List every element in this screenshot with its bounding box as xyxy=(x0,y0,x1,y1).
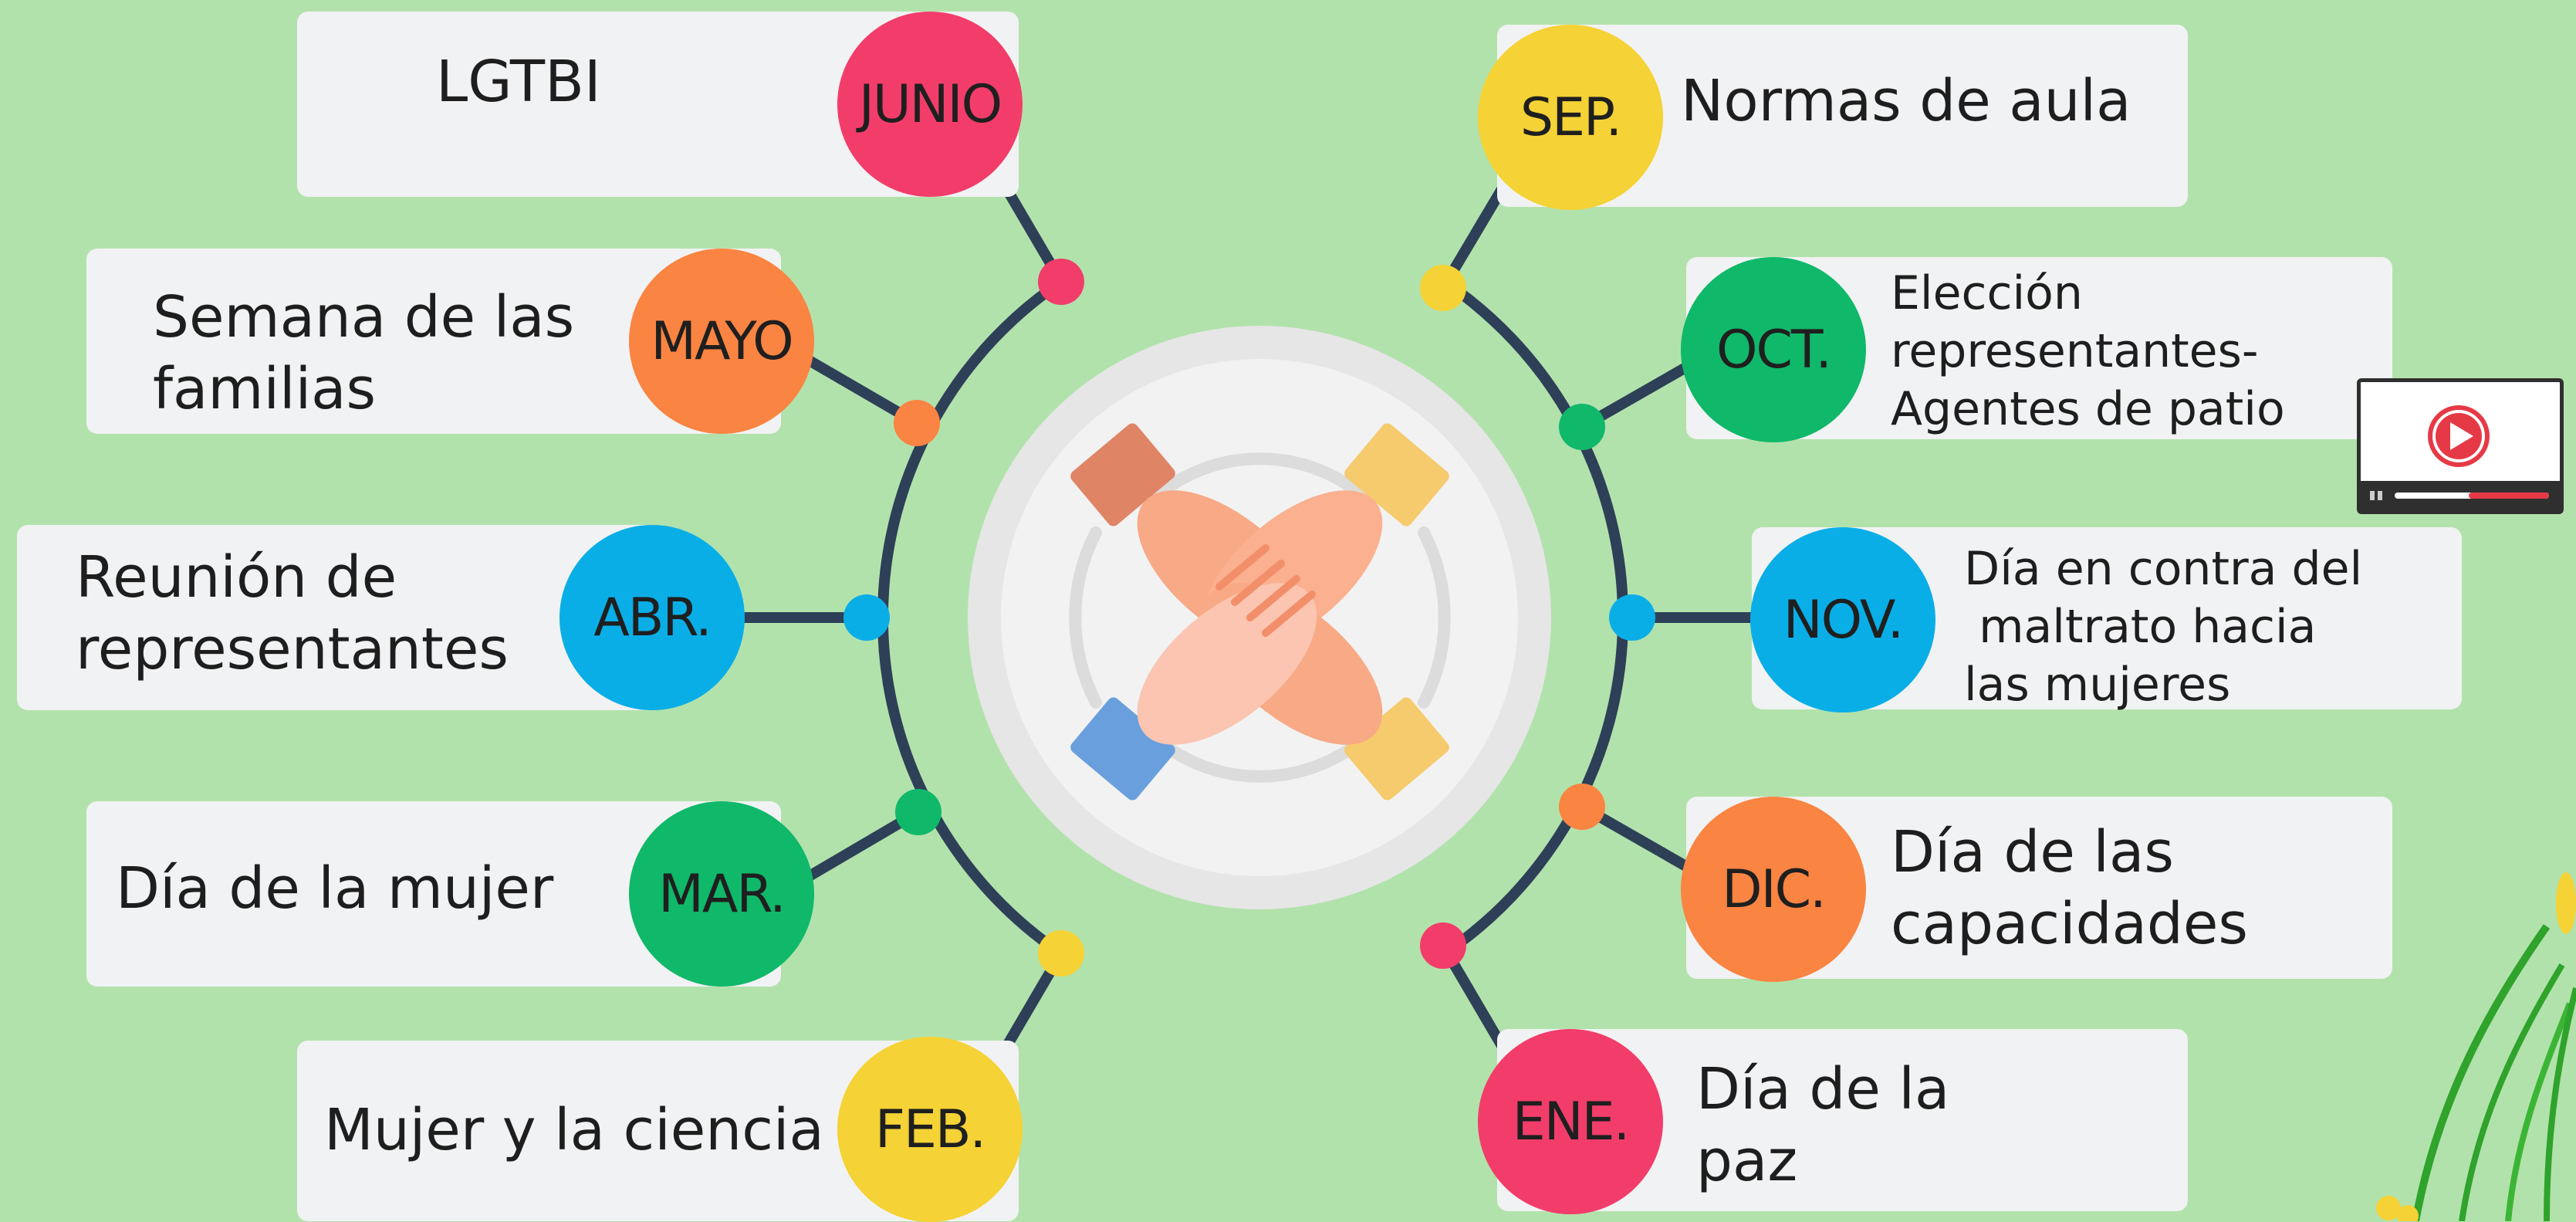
month-badge-oct: OCT. xyxy=(1681,257,1866,442)
month-label-dic: DIC. xyxy=(1722,858,1827,920)
month-label-mayo: MAYO xyxy=(651,310,793,372)
timeline-dot-ene xyxy=(1420,922,1466,969)
month-badge-junio: JUNIO xyxy=(837,12,1023,197)
hands-together-icon xyxy=(968,326,1551,909)
month-label-feb: FEB. xyxy=(874,1098,986,1160)
month-label-oct: OCT. xyxy=(1716,319,1832,381)
event-label-nov: Día en contra del maltrato hacia las muj… xyxy=(1964,542,2363,712)
timeline-dot-dic xyxy=(1559,784,1605,830)
month-badge-sep: SEP. xyxy=(1478,25,1663,210)
video-player-button[interactable] xyxy=(2357,378,2564,514)
month-label-nov: NOV. xyxy=(1783,589,1905,651)
event-label-junio: LGTBI xyxy=(436,49,601,115)
timeline-dot-oct xyxy=(1559,404,1605,450)
event-card-abr xyxy=(17,525,658,710)
month-badge-ene: ENE. xyxy=(1478,1029,1663,1214)
plant-decoration xyxy=(2376,872,2576,1221)
event-label-ene: Día de la paz xyxy=(1696,1056,1950,1194)
month-badge-feb: FEB. xyxy=(837,1037,1023,1222)
event-label-oct: Elección representantes- Agentes de pati… xyxy=(1891,266,2285,436)
month-badge-mayo: MAYO xyxy=(629,249,814,434)
month-badge-dic: DIC. xyxy=(1681,797,1866,982)
month-label-abr: ABR. xyxy=(593,587,712,648)
event-label-abr: Reunión de representantes xyxy=(76,544,509,682)
event-label-mayo: Semana de las familias xyxy=(153,284,575,422)
timeline-dot-junio xyxy=(1038,259,1084,305)
month-label-mar: MAR. xyxy=(658,863,786,925)
timeline-dot-sep xyxy=(1420,265,1466,311)
month-badge-mar: MAR. xyxy=(629,801,814,987)
timeline-dot-mayo xyxy=(894,400,940,446)
timeline-dot-nov xyxy=(1609,594,1655,641)
month-label-sep: SEP. xyxy=(1520,86,1622,148)
event-label-feb: Mujer y la ciencia xyxy=(324,1097,824,1163)
month-label-junio: JUNIO xyxy=(858,73,1002,135)
event-label-sep: Normas de aula xyxy=(1681,68,2131,134)
timeline-dot-abr xyxy=(843,594,890,641)
timeline-dot-mar xyxy=(895,789,941,835)
event-label-mar: Día de la mujer xyxy=(116,855,554,922)
month-badge-nov: NOV. xyxy=(1750,527,1935,713)
month-badge-abr: ABR. xyxy=(559,525,745,710)
video-play-icon xyxy=(2361,405,2560,510)
event-label-dic: Día de las capacidades xyxy=(1891,819,2248,957)
month-label-ene: ENE. xyxy=(1512,1091,1630,1153)
timeline-dot-feb xyxy=(1038,930,1084,977)
